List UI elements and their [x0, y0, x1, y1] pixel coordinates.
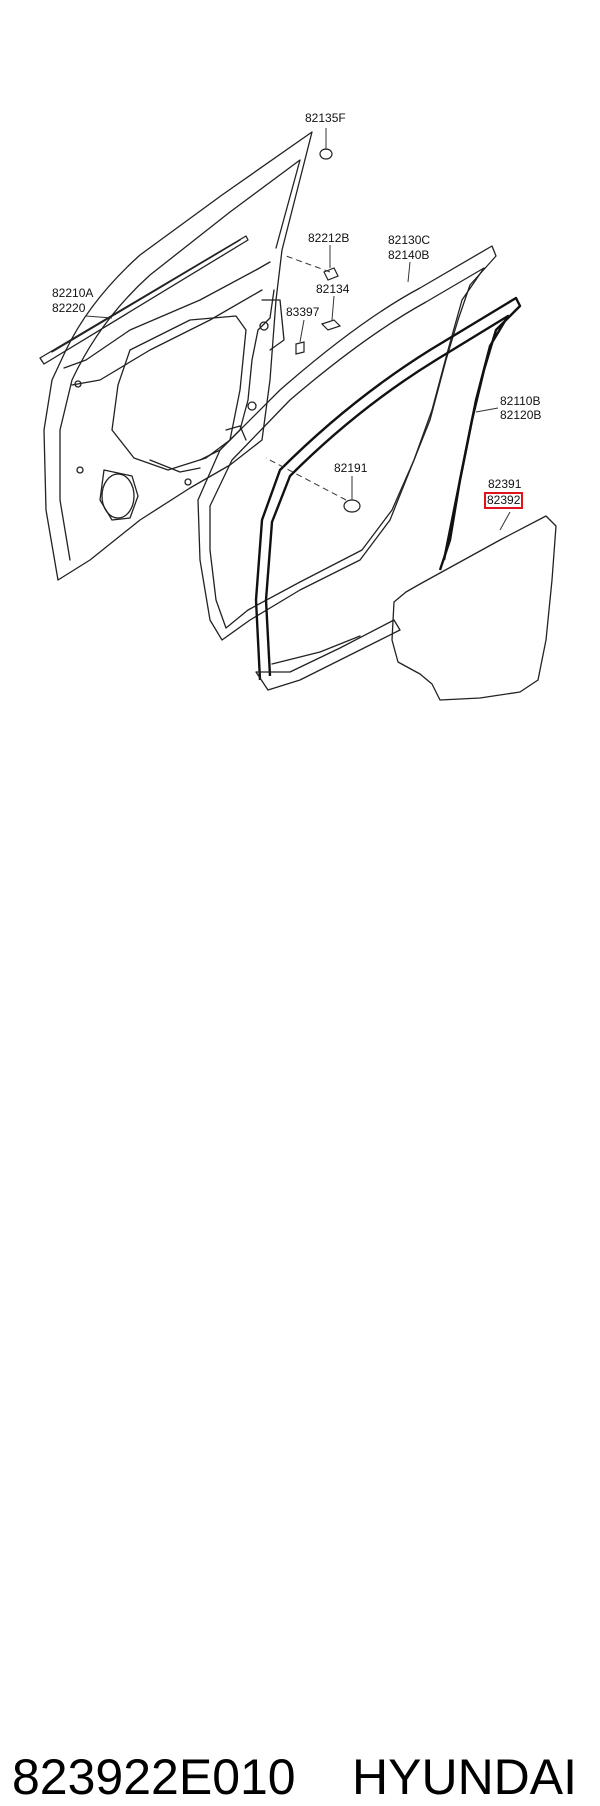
belt-molding: [39, 235, 249, 365]
label-82120b: 82120B: [500, 408, 542, 422]
label-82110b: 82110B: [500, 394, 541, 408]
clip-82134: [320, 319, 342, 331]
door-weatherstrip: [197, 245, 497, 641]
door-exploded-view: [39, 128, 557, 701]
caption-bar: 823922E010 HYUNDAI: [0, 870, 600, 1805]
part-number: 823922E010: [12, 1749, 296, 1805]
label-82140b: 82140B: [388, 248, 430, 262]
waterproof-film: [391, 515, 557, 701]
label-82220: 82220: [52, 301, 86, 315]
clip-82191: [343, 499, 361, 513]
label-82135f: 82135F: [305, 111, 346, 125]
label-82391: 82391: [488, 477, 522, 491]
parts-diagram: 82135F 82212B 82130C 82140B 82134 83397 …: [0, 0, 600, 800]
label-82191: 82191: [334, 461, 368, 475]
label-82212b: 82212B: [308, 231, 350, 245]
brand-name: HYUNDAI: [352, 1749, 578, 1805]
body-weatherstrip: [254, 296, 522, 691]
label-82210a: 82210A: [52, 286, 94, 300]
label-82134: 82134: [316, 282, 350, 296]
label-82130c: 82130C: [388, 233, 431, 247]
clip-83397: [295, 341, 305, 355]
clip-82135f: [319, 148, 333, 160]
door-frame: [43, 131, 313, 581]
label-82392-highlighted: 82392: [483, 492, 524, 509]
clip-82212b: [323, 267, 339, 281]
label-83397: 83397: [286, 305, 320, 319]
